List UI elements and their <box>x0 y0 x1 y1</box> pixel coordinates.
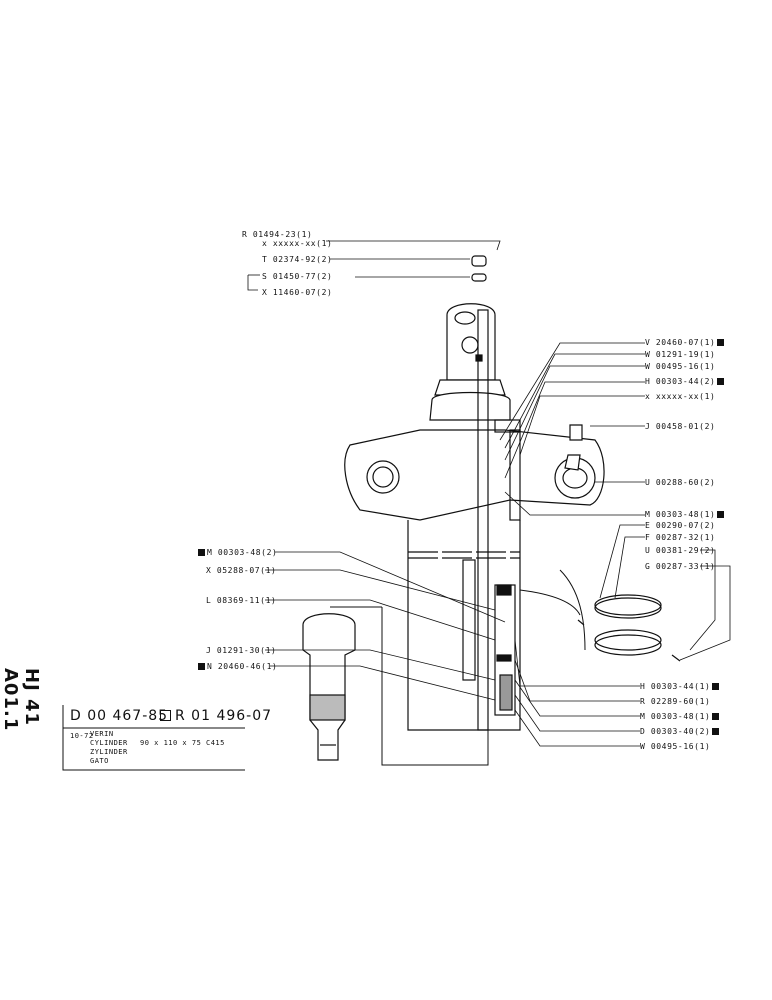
title-de: ZYLINDER <box>90 748 128 756</box>
callout-label: E 00290-07(2) <box>645 521 716 530</box>
callout-label: X 11460-07(2) <box>262 288 333 297</box>
title-es: GATO <box>90 757 109 765</box>
callout-label: D 00303-40(2) <box>640 727 721 736</box>
callout-label: J 00458-01(2) <box>645 422 716 431</box>
rod-detail-piece <box>302 613 356 761</box>
callout-label: F 00287-32(1) <box>645 533 716 542</box>
marker-square-icon <box>712 713 720 720</box>
callout-label: L 08369-11(1) <box>206 596 277 605</box>
sheet-code: HJ 41 A01.1 <box>0 668 42 732</box>
callout-label: H 00303-44(1) <box>640 682 721 691</box>
model: C415 <box>206 739 225 747</box>
callout-label: M 00303-48(2) <box>196 548 277 557</box>
title-fr: VERIN <box>90 730 114 738</box>
bushing <box>471 255 487 267</box>
reference-number: R 01 496-07 <box>160 708 272 724</box>
piston-ring-upper <box>594 594 662 616</box>
marker-square-icon <box>717 511 725 518</box>
callout-label: M 00303-48(1) <box>640 712 721 721</box>
callout-label: W 01291-19(1) <box>645 350 716 359</box>
callout-label: G 00287-33(1) <box>645 562 716 571</box>
marker-square-icon <box>717 378 725 385</box>
callout-label: W 00495-16(1) <box>640 742 711 751</box>
callout-label: V 20460-07(1) <box>645 338 726 347</box>
marker-square-icon <box>717 339 725 346</box>
marker-square-icon <box>712 683 720 690</box>
marker-square-icon <box>198 663 205 670</box>
marker-square-icon <box>712 728 720 735</box>
callout-label: M 00303-48(1) <box>645 510 726 519</box>
callout-label: W 00495-16(1) <box>645 362 716 371</box>
mounting-eye-left <box>366 460 400 494</box>
callout-label: U 00288-60(2) <box>645 478 716 487</box>
callout-label: J 01291-30(1) <box>206 646 277 655</box>
callout-label: x xxxxx-xx(1) <box>262 239 333 248</box>
piston-ring-lower <box>594 629 662 651</box>
callout-label: X 05288-07(1) <box>206 566 277 575</box>
drawing-number: D 00 467-85 <box>70 708 169 724</box>
rod-end-hole <box>454 311 476 325</box>
callout-label: R 02289-60(1) <box>640 697 711 706</box>
cylinder-barrel <box>407 520 521 731</box>
cylinder-head <box>344 429 605 521</box>
callout-label: T 02374-92(2) <box>262 255 333 264</box>
callout-label: R 01494-23(1) <box>242 230 313 239</box>
dimensions: 90 x 110 x 75 <box>140 739 202 747</box>
marker-square-icon <box>198 549 205 556</box>
date-code: 10-72 <box>70 732 94 740</box>
callout-label: N 20460-46(1) <box>196 662 277 671</box>
callout-label: H 00303-44(2) <box>645 377 726 386</box>
callout-label: S 01450-77(2) <box>262 272 333 281</box>
checkbox-square-icon <box>160 710 171 721</box>
callout-label: x xxxxx-xx(1) <box>645 392 716 401</box>
title-en: CYLINDER <box>90 739 128 747</box>
callout-label: U 00381-29(2) <box>645 546 716 555</box>
grease-nipple <box>569 424 583 441</box>
